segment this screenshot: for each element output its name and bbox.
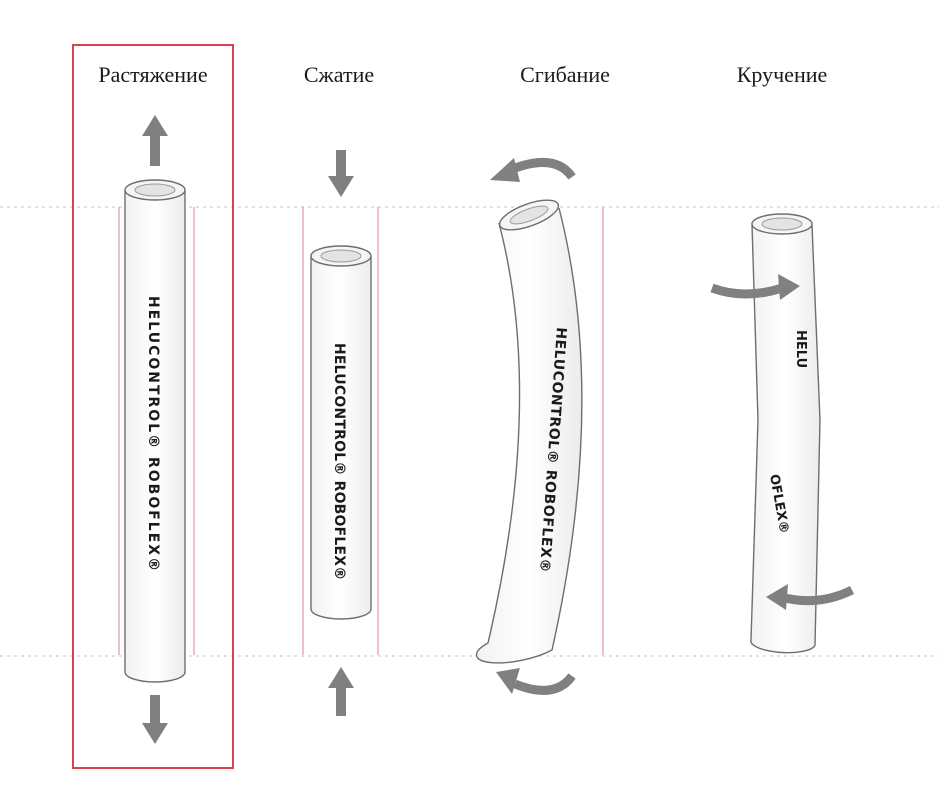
label-compression: Сжатие xyxy=(303,62,375,87)
cable-core xyxy=(509,205,549,225)
arrow-up-icon xyxy=(142,115,168,166)
cable-print: HELUCONTROL® ROBOFLEX® xyxy=(331,343,347,581)
twist-arrow-head xyxy=(778,274,800,300)
cable-core xyxy=(761,217,803,231)
compression-panel[interactable]: HELUCONTROL® ROBOFLEX® xyxy=(302,150,379,716)
label-tension: Растяжение xyxy=(98,62,208,87)
tension-panel[interactable]: HELUCONTROL® ROBOFLEX® xyxy=(118,115,195,744)
cable-body xyxy=(310,256,372,620)
curved-arrow-head xyxy=(496,668,520,694)
arrow-up-icon xyxy=(328,667,354,716)
label-bending: Сгибание xyxy=(520,62,610,87)
label-torsion: Кручение xyxy=(736,62,828,87)
cable-body xyxy=(750,224,821,654)
twist-arrow-icon xyxy=(783,585,855,606)
twist-arrow-head xyxy=(766,584,788,610)
bending-panel[interactable]: HELUCONTROL® ROBOFLEX® xyxy=(475,157,604,695)
arrow-down-icon xyxy=(328,150,354,197)
curved-arrow-icon xyxy=(508,157,576,180)
torsion-panel[interactable]: HELU OFLEX® xyxy=(710,213,855,654)
curved-arrow-head xyxy=(490,158,520,182)
cable-print: HELUCONTROL® ROBOFLEX® xyxy=(145,296,161,573)
cable-core xyxy=(320,249,362,263)
curved-arrow-icon xyxy=(513,673,576,695)
selection-frame xyxy=(72,44,234,769)
arrow-down-icon xyxy=(142,695,168,744)
cable-body xyxy=(475,207,583,664)
twist-arrow-icon xyxy=(710,283,784,299)
cable-core xyxy=(134,183,176,197)
cable-print-fragment: HELU xyxy=(793,330,808,368)
cable-body xyxy=(124,190,186,683)
